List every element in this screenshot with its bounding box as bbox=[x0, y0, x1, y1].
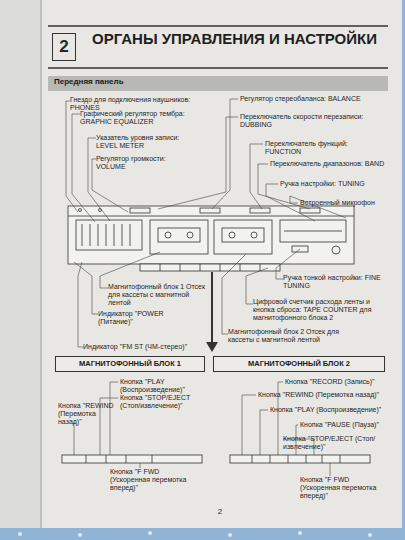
callout-label: Индикатор "FM ST (ЧМ-стерео)" bbox=[83, 343, 193, 351]
callout-label: Графический регулятор тембра: GRAPHIC EQ… bbox=[80, 110, 190, 126]
callout-label: Встроенный микрофон bbox=[300, 199, 385, 207]
button-label: Кнопка "PAUSE (Пауза)" bbox=[300, 421, 385, 429]
previous-page bbox=[0, 0, 42, 528]
callout-label: Цифровой счетчик расхода ленты и кнопка … bbox=[253, 298, 383, 322]
callout-label: Гнездо для подключения наушников: PHONES bbox=[70, 96, 220, 112]
radio-cassette-illustration bbox=[68, 206, 354, 271]
block-header: МАГНИТОФОННЫЙ БЛОК 2 bbox=[213, 356, 385, 372]
button-label: Кнопка "REWIND (Перемотка назад)" bbox=[58, 402, 118, 426]
callout-label: Регулятор стереобаланса: BALANCE bbox=[240, 95, 380, 103]
button-label: Кнопка "RECORD (Запись)" bbox=[285, 378, 385, 386]
page-paper bbox=[40, 0, 402, 528]
node-text: МАГНИТОФОННЫЙ БЛОК 1 bbox=[58, 360, 202, 368]
block-header: МАГНИТОФОННЫЙ БЛОК 1 bbox=[55, 356, 205, 372]
callout-label: Магнитофонный блок 2 Отсек для кассеты с… bbox=[228, 328, 358, 344]
callout-label: Ручка настройки: TUNING bbox=[280, 180, 385, 188]
snowflake-pattern bbox=[18, 531, 372, 537]
button-label: Кнопка "STOP/EJECT (Стоп/извлечение)" bbox=[120, 394, 208, 410]
node-text: МАГНИТОФОННЫЙ БЛОК 2 bbox=[216, 360, 382, 368]
callout-label: Указатель уровня записи: LEVEL METER bbox=[96, 134, 188, 150]
button-label: Кнопка "STOP/EJECT (Стоп/извлечение)" bbox=[283, 435, 385, 451]
page-title: ОРГАНЫ УПРАВЛЕНИЯ И НАСТРОЙКИ bbox=[92, 30, 382, 47]
callout-label: Переключатель скорости перезаписи: DUBBI… bbox=[240, 113, 380, 129]
callout-label: Переключатель функций: FUNCTION bbox=[265, 140, 385, 156]
callout-label: Индикатор "POWER (Питание)" bbox=[98, 310, 198, 326]
node-text: Передняя панель bbox=[54, 78, 382, 87]
title-rule bbox=[48, 67, 388, 69]
callout-label: Ручка тонкой настройки: FINE TUNING bbox=[283, 274, 383, 290]
callout-label: Переключатель диапазонов: BAND bbox=[270, 160, 385, 168]
page-fold bbox=[41, 0, 42, 528]
button-label: Кнопка "PLAY (Воспроизведение)" bbox=[270, 406, 385, 414]
page-number: 2 bbox=[210, 507, 230, 516]
callout-label: Магнитофонный блок 1 Отсек для кассеты с… bbox=[108, 283, 206, 307]
title-rule bbox=[48, 25, 388, 27]
button-label: Кнопка "PLAY (Воспроизведение)" bbox=[120, 378, 208, 394]
button-row bbox=[62, 455, 370, 463]
button-label: Кнопка "F FWD (Ускоренная перемотка впер… bbox=[110, 468, 200, 492]
callout-label: Регулятор громкости: VOLUME bbox=[96, 155, 188, 171]
section-band: Передняя панель bbox=[48, 76, 388, 91]
button-label: Кнопка "F FWD (Ускоренная перемотка впер… bbox=[300, 476, 388, 500]
chapter-number: 2 bbox=[52, 33, 76, 61]
pointer-arrow bbox=[206, 272, 218, 352]
button-label: Кнопка "REWIND (Перемотка назад)" bbox=[258, 391, 383, 399]
